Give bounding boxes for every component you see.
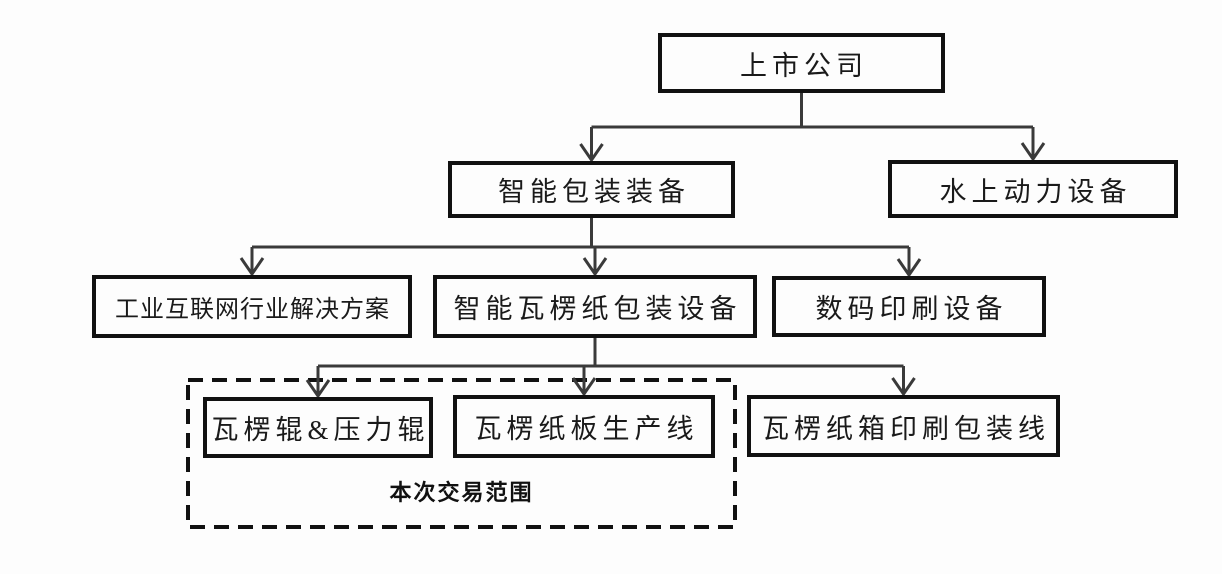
arrowhead-smart-corrugated-packaging-equipment [582, 257, 608, 277]
node-corrugated-box-printing-packaging-line: 瓦楞纸箱印刷包装线 [747, 395, 1060, 457]
node-smart-corrugated-packaging-equipment: 智能瓦楞纸包装设备 [433, 275, 757, 338]
transaction-scope-label: 本次交易范围 [389, 480, 534, 505]
arrowhead-corrugated-roller-pressure-roller [305, 379, 331, 399]
arrowhead-industrial-internet-solutions [239, 257, 265, 277]
transaction-scope-box [186, 378, 737, 529]
node-digital-printing-equipment: 数码印刷设备 [772, 276, 1046, 337]
arrowhead-corrugated-box-printing-packaging-line [891, 377, 916, 397]
arrowhead-corrugated-board-production-line [571, 377, 597, 397]
node-corrugated-board-production-line: 瓦楞纸板生产线 [453, 395, 715, 458]
arrowhead-smart-packaging-equipment [579, 143, 604, 163]
node-listed-company: 上市公司 [658, 33, 945, 93]
node-corrugated-roller-pressure-roller: 瓦楞辊&压力辊 [203, 397, 433, 458]
node-smart-packaging-equipment: 智能包装装备 [448, 161, 735, 218]
node-water-power-equipment: 水上动力设备 [888, 160, 1178, 218]
arrowhead-water-power-equipment [1020, 142, 1046, 162]
arrowhead-digital-printing-equipment [896, 258, 922, 278]
node-industrial-internet-solutions: 工业互联网行业解决方案 [92, 275, 412, 338]
